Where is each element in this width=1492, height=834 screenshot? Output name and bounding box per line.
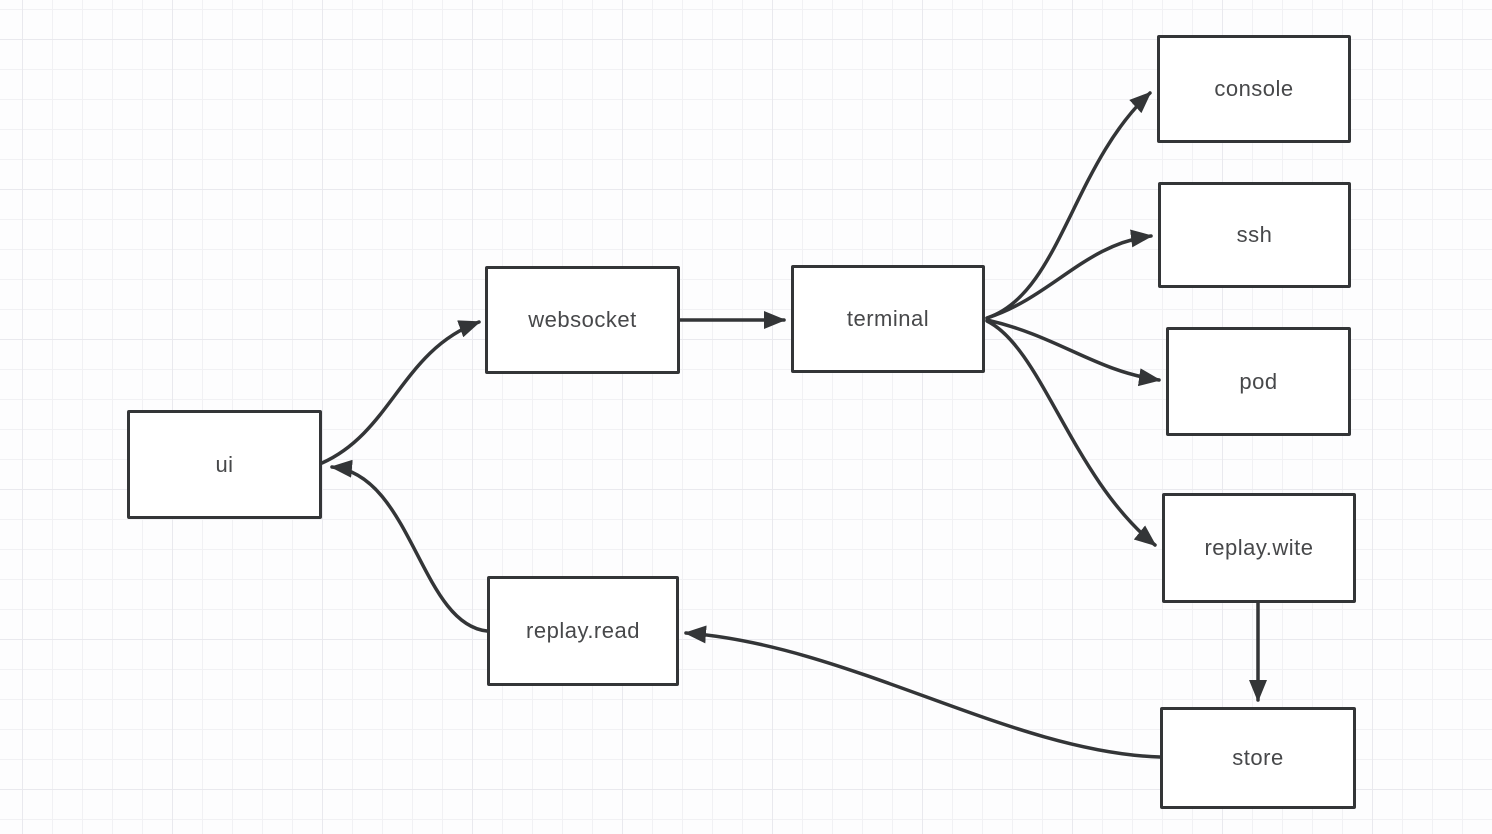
node-label-ssh: ssh	[1236, 222, 1273, 247]
node-label-pod: pod	[1239, 368, 1278, 394]
edge-terminal-to-replay_wite[interactable]	[985, 319, 1157, 547]
node-label-terminal: terminal	[846, 306, 930, 331]
node-ssh[interactable]: ssh	[1158, 182, 1351, 288]
edge-terminal-to-pod[interactable]	[985, 318, 1161, 387]
node-label-store: store	[1232, 745, 1284, 770]
edge-ui-to-websocket[interactable]	[320, 320, 481, 465]
node-websocket[interactable]: websocket	[485, 266, 680, 374]
node-store[interactable]: store	[1160, 707, 1356, 809]
node-label-replay_read: replay.read	[526, 618, 640, 643]
edge-store-to-replay_read[interactable]	[684, 625, 1162, 759]
edge-replay_read-to-ui[interactable]	[330, 459, 489, 633]
edge-terminal-to-ssh[interactable]	[985, 229, 1153, 320]
node-pod[interactable]: pod	[1166, 327, 1351, 436]
node-label-websocket: websocket	[528, 307, 637, 332]
node-replay_read[interactable]: replay.read	[487, 576, 679, 686]
node-label-ui: ui	[215, 451, 234, 477]
node-console[interactable]: console	[1157, 35, 1351, 143]
node-label-replay_wite: replay.wite	[1204, 535, 1314, 560]
node-ui[interactable]: ui	[127, 410, 322, 519]
node-terminal[interactable]: terminal	[791, 265, 985, 373]
node-replay_wite[interactable]: replay.wite	[1162, 493, 1356, 603]
node-label-console: console	[1214, 76, 1294, 101]
edge-terminal-to-console[interactable]	[985, 91, 1152, 320]
